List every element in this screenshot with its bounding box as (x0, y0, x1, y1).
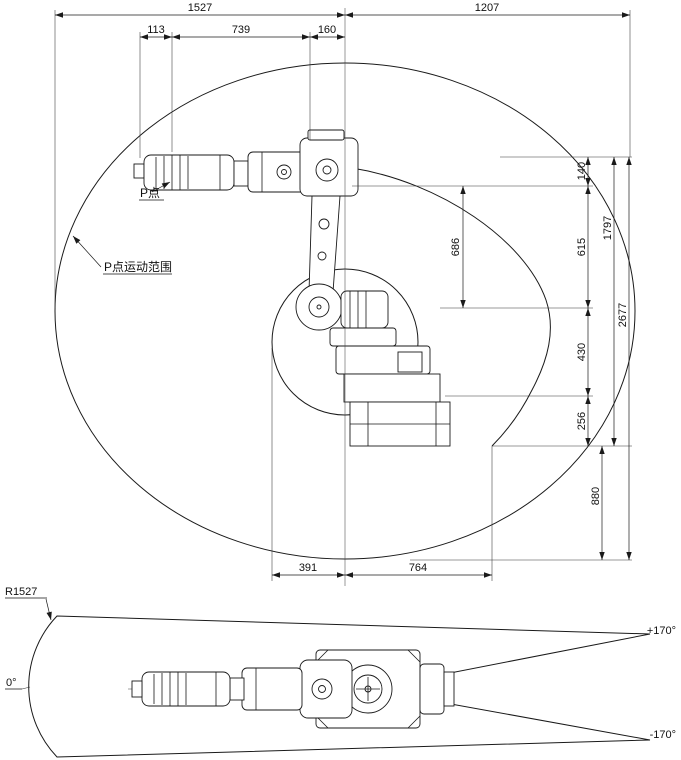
dim-880-label: 880 (590, 487, 602, 505)
leader-labels: P点 P点运动范围 (72, 181, 172, 275)
dim-739-label: 739 (232, 24, 250, 36)
dim-686-label: 686 (450, 238, 462, 256)
dim-1797-label: 1797 (602, 216, 614, 240)
p-point-leader (151, 181, 171, 193)
witness-lines (54, 10, 632, 581)
radius-label: R1527 (5, 586, 37, 598)
top-view: R1527 0° +170° -170° (5, 586, 676, 758)
dim-430-label: 430 (576, 343, 588, 361)
dim-256-label: 256 (576, 412, 588, 430)
dim-140-label: 140 (576, 162, 588, 180)
p-range-label: P点运动范围 (104, 260, 172, 274)
dim-2677-label: 2677 (617, 303, 629, 327)
minus-170-label: -170° (650, 729, 676, 741)
dimension-texts: 1527 1207 113 739 160 140 615 430 256 88… (147, 2, 629, 574)
p-range-leader (72, 235, 102, 268)
rotation-center-crosshair (356, 677, 380, 701)
plus-170-label: +170° (647, 625, 676, 637)
robot-top-drawing (131, 649, 455, 729)
dimension-lines (55, 12, 632, 578)
rotation-range-outline (28, 615, 651, 758)
p-point-label: P点 (140, 186, 160, 200)
dim-1527-label: 1527 (188, 2, 212, 14)
dim-1207-label: 1207 (475, 2, 499, 14)
dim-615-label: 615 (576, 238, 588, 256)
zero-deg-label: 0° (6, 677, 17, 689)
dim-391-label: 391 (299, 562, 317, 574)
radius-leader (45, 598, 52, 621)
dim-113-label: 113 (147, 24, 165, 36)
dim-160-label: 160 (318, 24, 336, 36)
robot-side-drawing (133, 129, 451, 447)
dim-764-label: 764 (409, 562, 427, 574)
inner-envelope-curve (351, 167, 551, 447)
